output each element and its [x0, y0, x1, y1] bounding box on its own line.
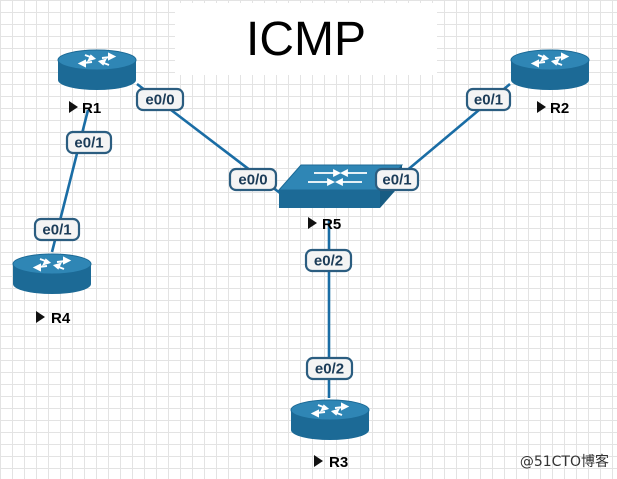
iface-label-r1-e0-1: e0/1	[65, 130, 113, 155]
svg-text:e0/0: e0/0	[145, 92, 174, 109]
router-icon	[290, 399, 370, 441]
svg-text:e0/1: e0/1	[42, 222, 71, 239]
iface-label-r2-e0-1: e0/1	[465, 87, 512, 112]
router-icon	[57, 49, 137, 91]
diagram-title: ICMP	[175, 3, 437, 75]
iface-label-r5-e0-0: e0/0	[228, 167, 278, 192]
svg-text:e0/2: e0/2	[314, 253, 343, 270]
router-r4[interactable]: R4	[12, 253, 92, 327]
router-icon	[510, 49, 590, 91]
iface-label-r5-e0-2: e0/2	[304, 248, 353, 273]
play-icon	[537, 101, 546, 113]
switch-icon	[277, 164, 404, 208]
play-icon	[308, 217, 317, 229]
svg-text:e0/0: e0/0	[238, 172, 267, 189]
play-icon	[314, 455, 323, 467]
switch-r5[interactable]: R5	[277, 164, 404, 233]
device-label-r5: R5	[322, 216, 341, 233]
svg-text:e0/1: e0/1	[474, 92, 503, 109]
router-icon	[12, 253, 92, 295]
router-r2[interactable]: R2	[510, 49, 590, 117]
svg-text:e0/1: e0/1	[74, 135, 103, 152]
device-label-r1: R1	[82, 100, 101, 117]
iface-label-r1-e0-0: e0/0	[135, 87, 185, 112]
router-r1[interactable]: R1	[57, 49, 137, 117]
iface-label-r3-e0-2: e0/2	[305, 356, 354, 381]
device-label-r3: R3	[329, 454, 348, 471]
svg-text:e0/2: e0/2	[315, 361, 344, 378]
device-label-r2: R2	[550, 100, 569, 117]
play-icon	[36, 311, 45, 323]
device-label-r4: R4	[51, 310, 71, 327]
play-icon	[69, 101, 78, 113]
watermark: @51CTO博客	[519, 454, 609, 470]
iface-label-r4-e0-1: e0/1	[33, 217, 81, 242]
svg-text:e0/1: e0/1	[382, 172, 411, 189]
iface-label-r5-e0-1: e0/1	[374, 167, 420, 192]
router-r3[interactable]: R3	[290, 399, 370, 471]
